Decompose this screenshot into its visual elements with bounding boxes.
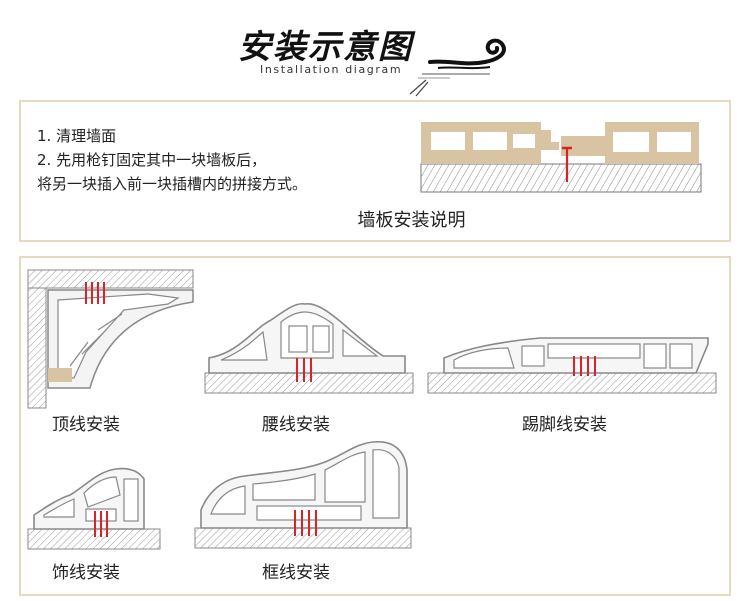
- page-subtitle: Installation diagram: [260, 63, 403, 76]
- wall-panel-diagram: [420, 122, 702, 193]
- molding-section: [19, 256, 731, 596]
- label-waist-molding: 腰线安装: [262, 415, 330, 435]
- top-molding-diagram: [27, 269, 194, 409]
- label-decor-molding: 饰线安装: [52, 563, 120, 583]
- label-frame-molding: 框线安装: [262, 563, 330, 583]
- page-title: 安装示意图: [238, 27, 413, 66]
- ink-swirl-icon: [409, 38, 506, 97]
- label-top-molding: 顶线安装: [52, 415, 120, 435]
- header: 安装示意图 Installation diagram: [0, 0, 750, 97]
- step-2-continued: 将另一块插入前一块插槽内的拼接方式。: [37, 175, 308, 193]
- label-skirting: 踢脚线安装: [522, 415, 607, 435]
- waist-molding-diagram: [204, 302, 414, 394]
- wall-panel-section: 1. 清理墙面 2. 先用枪钉固定其中一块墙板后， 将另一块插入前一块插槽内的拼…: [19, 100, 731, 242]
- frame-molding-diagram: [194, 441, 412, 549]
- decor-molding-diagram: [27, 467, 161, 550]
- step-2: 2. 先用枪钉固定其中一块墙板后，: [37, 151, 267, 169]
- step-1: 1. 清理墙面: [37, 127, 117, 145]
- wall-panel-caption: 墙板安装说明: [357, 210, 466, 231]
- skirting-diagram: [427, 337, 717, 394]
- install-steps: 1. 清理墙面 2. 先用枪钉固定其中一块墙板后， 将另一块插入前一块插槽内的拼…: [37, 124, 307, 196]
